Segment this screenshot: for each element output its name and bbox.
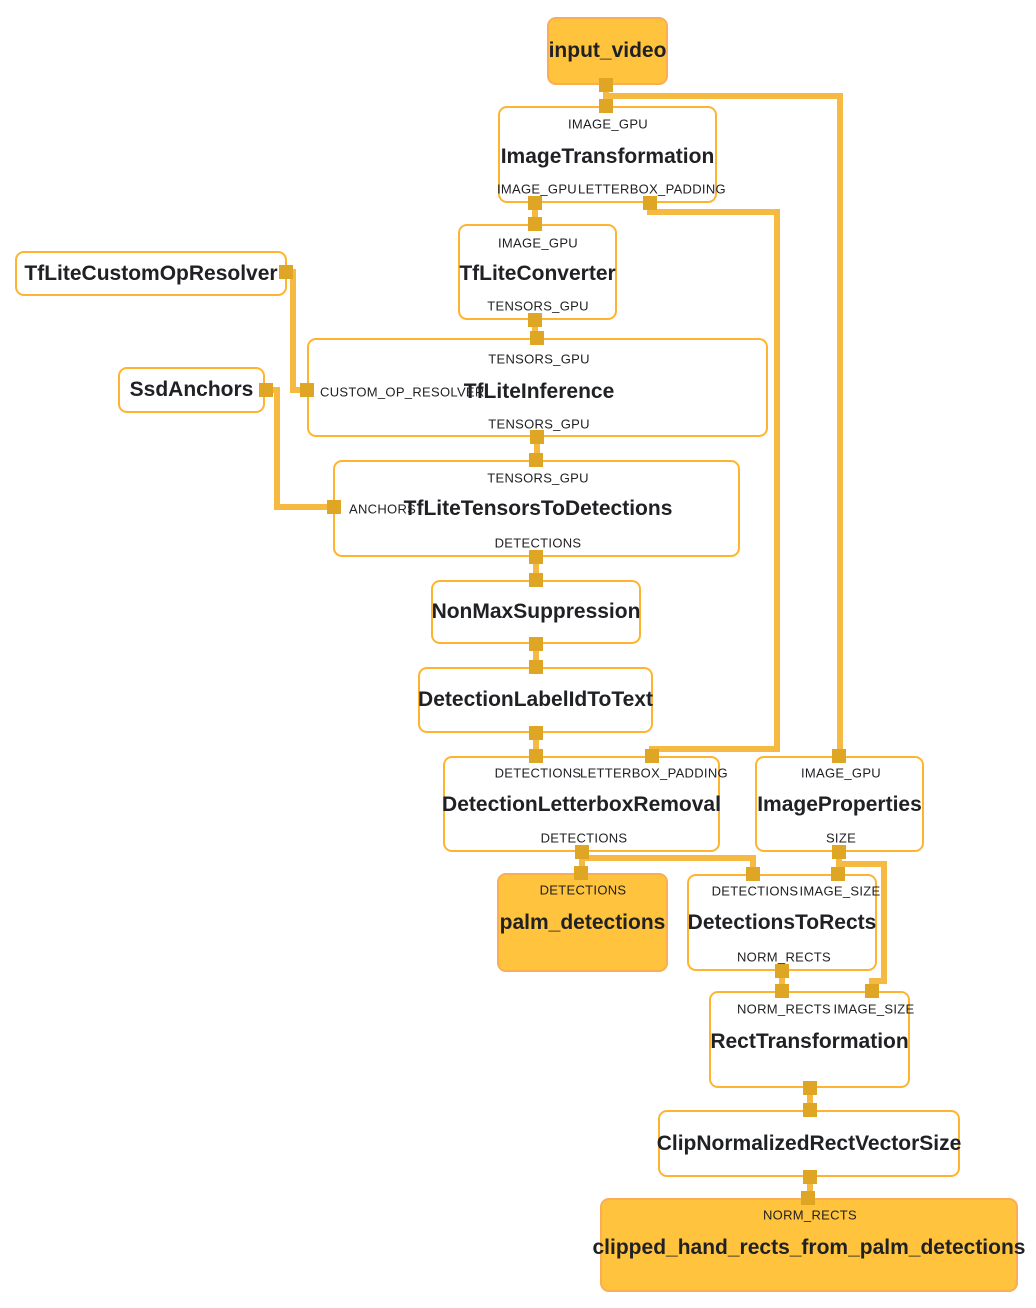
edge-customopresolver-tfliteinference xyxy=(285,269,307,393)
port-label-in-image-gpu: IMAGE_GPU xyxy=(568,116,648,132)
node-input-video[interactable]: input_video xyxy=(547,17,668,85)
node-palm-detections[interactable]: DETECTIONS palm_detections xyxy=(497,873,668,972)
node-title: DetectionsToRects xyxy=(687,911,877,934)
port-label-in-anchors: ANCHORS xyxy=(349,501,417,517)
node-clip-normalized-rect-vector-size[interactable]: ClipNormalizedRectVectorSize xyxy=(656,1110,962,1177)
node-ssd-anchors[interactable]: SsdAnchors xyxy=(118,367,265,413)
node-tflite-inference[interactable]: TENSORS_GPU CUSTOM_OP_RESOLVER TfLiteInf… xyxy=(307,338,768,437)
port-label-in-image-size: IMAGE_SIZE xyxy=(799,883,881,899)
node-title: RectTransformation xyxy=(710,1030,909,1053)
node-title: NonMaxSuppression xyxy=(431,600,641,623)
port-label-out-detections: DETECTIONS xyxy=(494,535,582,551)
node-tflite-custom-op-resolver[interactable]: TfLiteCustomOpResolver xyxy=(15,251,287,296)
node-tflite-converter[interactable]: IMAGE_GPU TfLiteConverter TENSORS_GPU xyxy=(458,224,617,320)
port-label-in-detections: DETECTIONS xyxy=(494,765,582,781)
node-title: TfLiteInference xyxy=(463,380,615,403)
node-clipped-hand-rects-from-palm-detections[interactable]: NORM_RECTS clipped_hand_rects_from_palm_… xyxy=(593,1198,1025,1292)
node-title: TfLiteCustomOpResolver xyxy=(24,261,278,285)
port-label-out-image-gpu: IMAGE_GPU xyxy=(497,181,577,197)
node-title: ImageProperties xyxy=(757,793,922,816)
node-image-properties[interactable]: IMAGE_GPU ImageProperties SIZE xyxy=(755,756,924,852)
port-label-out-norm-rects: NORM_RECTS xyxy=(736,949,832,965)
port-label-in-detections: DETECTIONS xyxy=(711,883,799,899)
port-label-in-tensors-gpu: TENSORS_GPU xyxy=(487,470,589,486)
edge-inputvideo-imageproperties xyxy=(606,93,843,757)
node-detection-label-id-to-text[interactable]: DetectionLabelIdToText xyxy=(418,667,653,733)
node-detections-to-rects[interactable]: DETECTIONS IMAGE_SIZE DetectionsToRects … xyxy=(687,874,881,971)
node-title: TfLiteTensorsToDetections xyxy=(403,497,673,520)
node-detection-letterbox-removal[interactable]: DETECTIONS LETTERBOX_PADDING DetectionLe… xyxy=(442,756,728,852)
node-rect-transformation[interactable]: NORM_RECTS IMAGE_SIZE RectTransformation xyxy=(709,991,914,1088)
port-label-in-custom-op-resolver: CUSTOM_OP_RESOLVER xyxy=(320,384,485,400)
node-title: clipped_hand_rects_from_palm_detections xyxy=(592,1236,1026,1259)
node-title: DetectionLetterboxRemoval xyxy=(442,793,721,816)
node-tflite-tensors-to-detections[interactable]: TENSORS_GPU ANCHORS TfLiteTensorsToDetec… xyxy=(333,460,740,557)
port-label-out-letterbox-padding: LETTERBOX_PADDING xyxy=(578,181,726,197)
node-title: palm_detections xyxy=(499,911,666,934)
node-title: input_video xyxy=(548,39,667,62)
port-label-out-tensors-gpu: TENSORS_GPU xyxy=(487,298,589,314)
port-label-in-norm-rects: NORM_RECTS xyxy=(762,1207,858,1223)
port-label-in-letterbox-padding: LETTERBOX_PADDING xyxy=(580,765,728,781)
port-label-in-norm-rects: NORM_RECTS xyxy=(736,1001,832,1017)
node-title: SsdAnchors xyxy=(129,378,254,401)
port-label-in-image-gpu: IMAGE_GPU xyxy=(498,235,578,251)
node-title: ClipNormalizedRectVectorSize xyxy=(656,1131,962,1155)
node-title: ImageTransformation xyxy=(500,145,715,168)
node-image-transformation[interactable]: IMAGE_GPU ImageTransformation IMAGE_GPU … xyxy=(497,106,726,203)
port-label-in-image-gpu: IMAGE_GPU xyxy=(801,765,881,781)
port-label-out-size: SIZE xyxy=(825,830,857,846)
port-label-in-image-size: IMAGE_SIZE xyxy=(833,1001,915,1017)
node-title: TfLiteConverter xyxy=(459,262,616,285)
node-title: DetectionLabelIdToText xyxy=(418,688,653,711)
node-non-max-suppression[interactable]: NonMaxSuppression xyxy=(431,580,641,644)
port-label-in-tensors-gpu: TENSORS_GPU xyxy=(488,351,590,367)
port-label-out-tensors-gpu: TENSORS_GPU xyxy=(488,416,590,432)
port-label-out-detections: DETECTIONS xyxy=(540,830,628,846)
port-label-in-detections: DETECTIONS xyxy=(539,882,627,898)
